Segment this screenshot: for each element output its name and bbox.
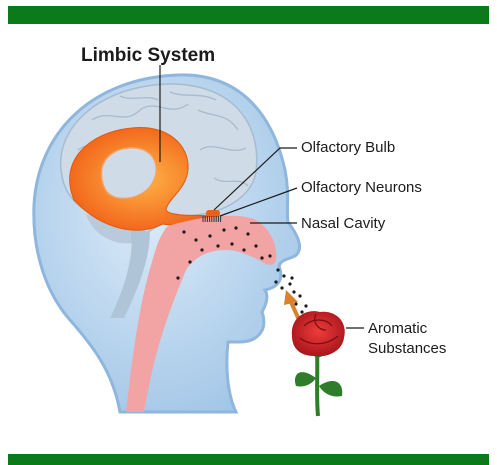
rose-stem (317, 350, 318, 416)
odor-dot (242, 248, 245, 251)
odor-dot (300, 310, 303, 313)
odor-dot (260, 256, 263, 259)
odor-dot (290, 276, 293, 279)
odor-dot (304, 304, 307, 307)
odor-dot (274, 280, 277, 283)
label-substances: Substances (368, 340, 446, 357)
odor-dot (294, 302, 297, 305)
odor-dot (200, 248, 203, 251)
inhale-arrow (284, 290, 300, 322)
odor-dot (288, 282, 291, 285)
odor-dot (280, 286, 283, 289)
odor-dot (222, 228, 225, 231)
odor-dot (268, 254, 271, 257)
odor-dot (182, 230, 185, 233)
odor-dot (194, 238, 197, 241)
odor-dot (208, 234, 211, 237)
odor-dot (254, 244, 257, 247)
odor-dot (176, 276, 179, 279)
odor-dot (298, 294, 301, 297)
odor-dot (234, 226, 237, 229)
label-olfactory-neurons: Olfactory Neurons (301, 179, 422, 196)
rose-leaf-left (295, 372, 316, 386)
odor-dot (292, 290, 295, 293)
odor-dot (188, 260, 191, 263)
label-aromatic: Aromatic (368, 320, 428, 337)
label-olfactory-bulb: Olfactory Bulb (301, 139, 395, 156)
rose (292, 311, 345, 416)
olfactory-neurons (203, 216, 221, 222)
odor-dot (230, 242, 233, 245)
label-limbic-system: Limbic System (81, 45, 215, 66)
odor-dot (216, 244, 219, 247)
label-nasal-cavity: Nasal Cavity (301, 215, 386, 232)
odor-dot (282, 274, 285, 277)
rose-leaf-right (319, 381, 342, 396)
odor-dot (276, 268, 279, 271)
olfactory-bulb (206, 210, 220, 217)
odor-dot (246, 232, 249, 235)
rose-bloom (292, 311, 345, 356)
